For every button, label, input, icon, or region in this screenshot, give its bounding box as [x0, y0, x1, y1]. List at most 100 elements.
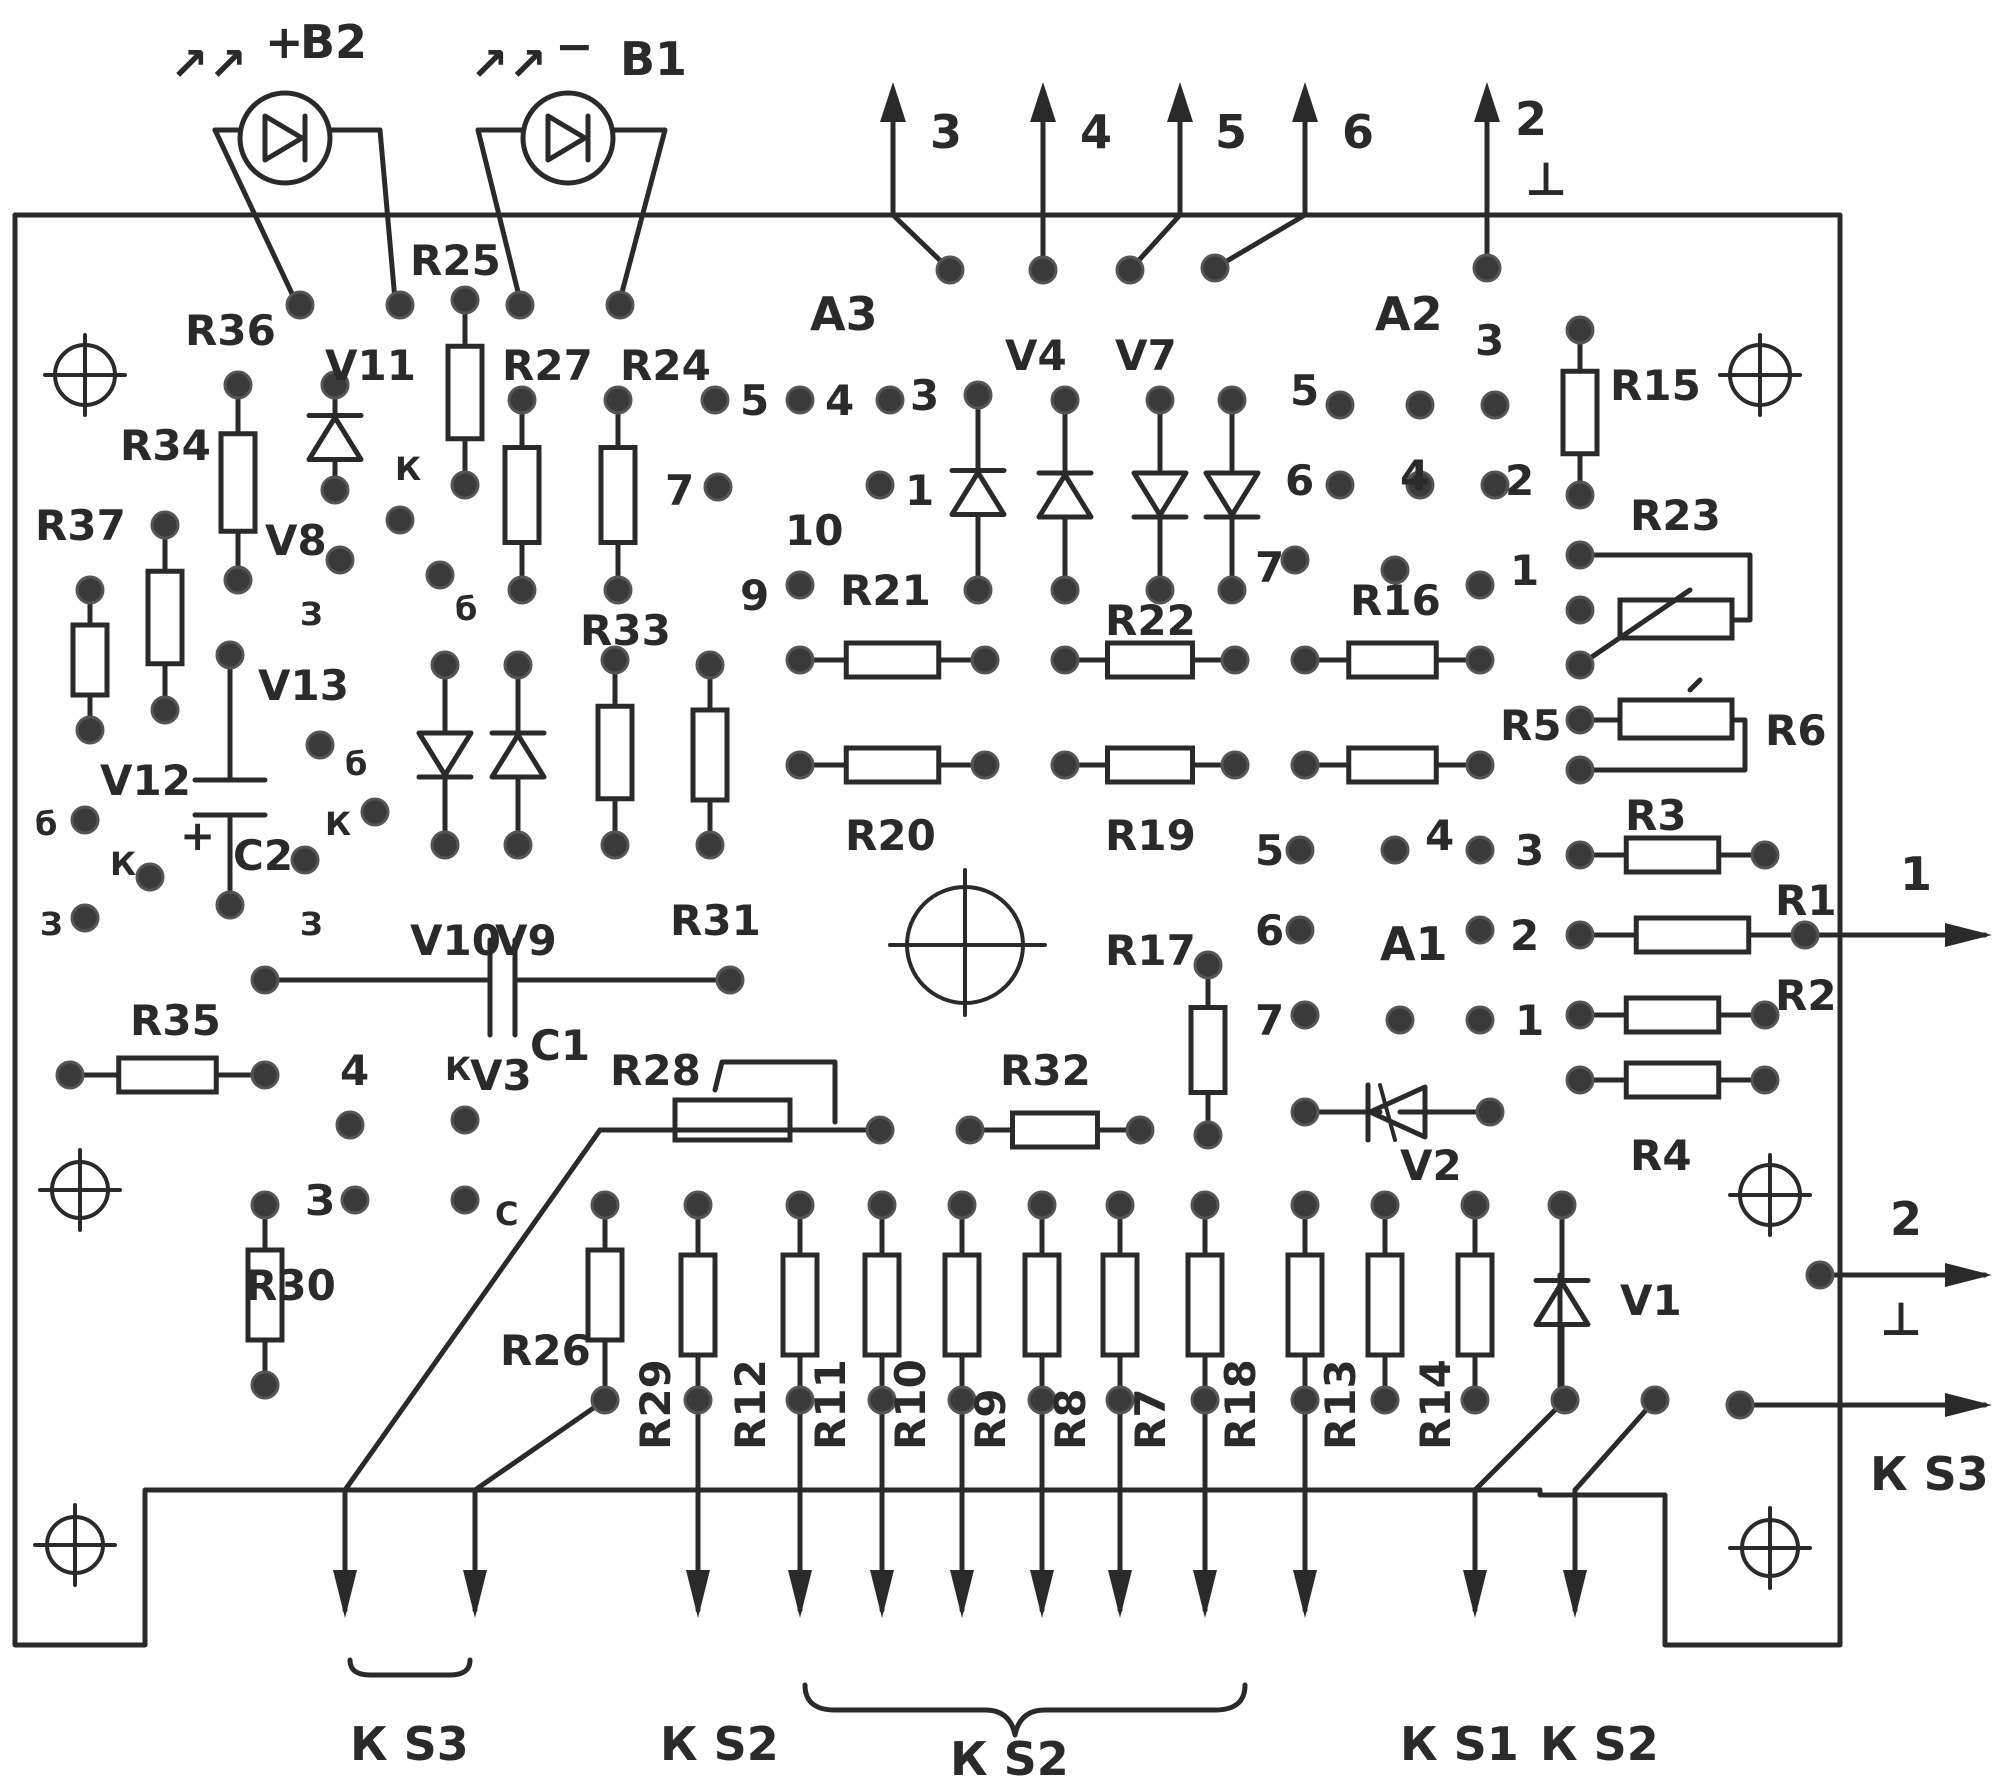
solder-pad	[1480, 470, 1510, 500]
resistor-body	[1623, 1060, 1722, 1100]
pin-letter: З	[300, 595, 323, 633]
resistor-body	[145, 568, 185, 667]
mounting-hole-icon	[33, 1503, 117, 1587]
solder-pad	[503, 830, 533, 860]
pin-letter: К	[395, 450, 421, 488]
solder-pad	[1028, 255, 1058, 285]
bottom-connectors	[333, 1272, 1658, 1738]
diode-icon	[949, 470, 1007, 517]
label-r30: R30	[245, 1261, 336, 1310]
solder-pad	[325, 545, 355, 575]
label-r1: R1	[1775, 876, 1837, 925]
ground-symbol: ⊥	[1525, 152, 1567, 206]
bottom-group-ks2-a: К S2	[660, 1717, 779, 1771]
label-v9: V9	[495, 916, 557, 965]
pin-letters: К З б б б К К З З 4 К З С	[35, 450, 518, 1233]
solder-pad	[70, 903, 100, 933]
resistor-body	[1105, 640, 1195, 680]
solder-pad	[1805, 1260, 1835, 1290]
bottom-group-ks2-c: К S2	[1540, 1717, 1659, 1771]
solder-pad	[430, 650, 460, 680]
mounting-hole-icon	[38, 1148, 122, 1232]
label-a1: A1	[1380, 917, 1448, 971]
label-r7: R7	[1126, 1388, 1175, 1450]
trimmer-r28	[342, 1059, 883, 1493]
solder-pad	[785, 1385, 815, 1415]
resistor-body	[70, 622, 110, 698]
resistor-body	[1560, 368, 1600, 457]
label-r6: R6	[1765, 706, 1827, 755]
solder-pad	[1565, 920, 1595, 950]
label-r35: R35	[130, 996, 221, 1045]
top-connectors	[880, 82, 1500, 273]
solder-pad	[1285, 835, 1315, 865]
label-v4: V4	[1005, 331, 1067, 380]
ic-pin-number: 6	[1255, 906, 1284, 955]
top-pin-5: 5	[1215, 105, 1247, 159]
resistor-body	[1346, 640, 1439, 680]
solder-pad	[955, 1115, 985, 1145]
label-r14: R14	[1411, 1359, 1460, 1450]
solder-pad	[1220, 750, 1250, 780]
solder-pad	[590, 1385, 620, 1415]
solder-pad	[867, 1385, 897, 1415]
ic-pin-number: 4	[1400, 451, 1429, 500]
label-b1: B1	[620, 32, 687, 86]
label-r28: R28	[610, 1046, 701, 1095]
solder-pad	[285, 290, 315, 320]
solder-pad	[150, 510, 180, 540]
solder-pad	[1550, 1385, 1580, 1415]
solder-pad	[785, 385, 815, 415]
led-light-icon: ↗↗	[470, 37, 547, 91]
solder-pad	[1325, 390, 1355, 420]
solder-pad	[867, 1190, 897, 1220]
pin-letter: С	[495, 1195, 518, 1233]
resistor-body	[585, 1247, 625, 1343]
label-v1: V1	[1620, 1276, 1682, 1325]
ground-symbol-right: ⊥	[1880, 1292, 1922, 1346]
solder-pad	[1565, 1065, 1595, 1095]
solder-pad	[1565, 540, 1595, 570]
solder-pad	[385, 290, 415, 320]
solder-pad	[1547, 1190, 1577, 1220]
label-r33: R33	[580, 606, 671, 655]
solder-pad	[603, 385, 633, 415]
resistor-body	[1100, 1252, 1140, 1358]
solder-pad	[1465, 835, 1495, 865]
label-r8: R8	[1046, 1388, 1095, 1450]
solder-pad	[1475, 1097, 1505, 1127]
mounting-hole-icon	[1728, 1506, 1812, 1590]
solder-pad	[1105, 1190, 1135, 1220]
label-r10: R10	[886, 1359, 935, 1450]
ic-pin-number: 5	[1290, 366, 1319, 415]
ic-pin-numbers: 5 4 3 1 7 10 9 5 3 6 4 2 1 7 5 4 3 6 2 7…	[665, 316, 1544, 1045]
pin-letter: б	[345, 745, 367, 783]
label-c2-plus: +	[180, 811, 215, 860]
solder-pad	[1465, 750, 1495, 780]
ic-pin-number: 1	[1515, 996, 1544, 1045]
pin-letter: б	[455, 590, 477, 628]
resistor-body	[1105, 745, 1195, 785]
solder-pad	[503, 650, 533, 680]
solder-pad	[1050, 645, 1080, 675]
resistor-body	[1623, 995, 1722, 1035]
solder-pad	[135, 862, 165, 892]
pin-letter: К	[325, 805, 351, 843]
solder-pad	[703, 472, 733, 502]
solder-pad	[963, 380, 993, 410]
solder-pad	[320, 370, 350, 400]
solder-pad	[590, 1190, 620, 1220]
solder-pad	[1565, 705, 1595, 735]
solder-pad	[1325, 470, 1355, 500]
solder-pad	[1640, 1385, 1670, 1415]
solder-pad	[507, 385, 537, 415]
solder-pad	[1290, 1385, 1320, 1415]
label-v8: V8	[265, 516, 327, 565]
resistor-body	[1185, 1252, 1225, 1358]
solder-pad	[1750, 840, 1780, 870]
solder-pad	[935, 255, 965, 285]
solder-pad	[1725, 1390, 1755, 1420]
solder-pad	[320, 475, 350, 505]
solder-pad	[215, 640, 245, 670]
label-r12: R12	[726, 1359, 775, 1450]
